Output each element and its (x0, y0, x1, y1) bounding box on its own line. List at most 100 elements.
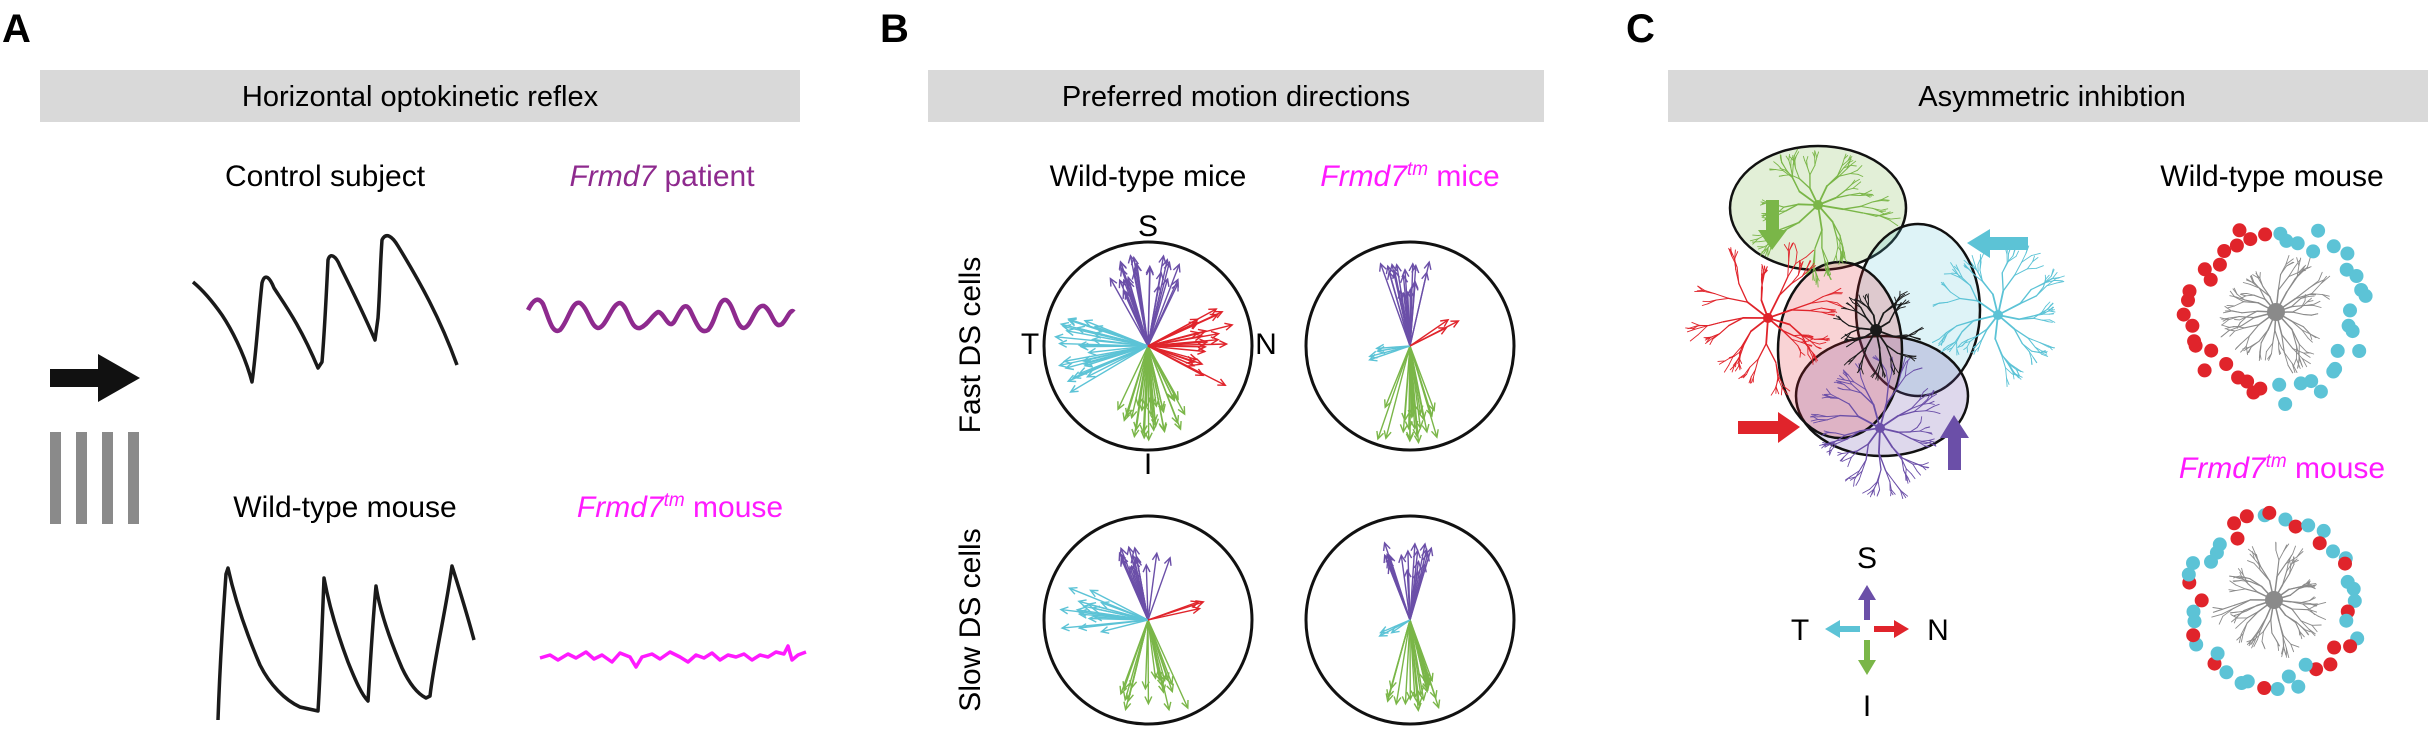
dendrite (1934, 411, 1941, 415)
dendrite (2011, 373, 2020, 377)
direction-arrowhead (1089, 589, 1099, 598)
dendrite (1938, 339, 1943, 345)
synapse-dot (2246, 385, 2261, 400)
direction-arrowhead (1217, 378, 1227, 387)
dendrite (1961, 277, 1971, 287)
direction-arrowhead (1129, 409, 1138, 420)
dendrite (2294, 287, 2310, 300)
dendrite (2013, 261, 2023, 276)
dendrite (2218, 615, 2224, 625)
dendrite (2286, 562, 2293, 572)
dendrite (2297, 356, 2300, 368)
synapse-dot (2229, 238, 2244, 253)
up-arrow-icon (1940, 415, 1969, 470)
dendrite (2006, 377, 2008, 388)
dendrite (1843, 452, 1850, 458)
direction-vector (1147, 324, 1233, 347)
dendrite (2309, 597, 2316, 602)
dendrite (1944, 286, 1951, 293)
synapse-dot (2312, 536, 2327, 551)
dendrite (2249, 578, 2263, 587)
dendrite (1973, 261, 1978, 271)
dendrite (2300, 294, 2310, 300)
dendrite (2248, 638, 2254, 645)
dendrite (2233, 575, 2241, 579)
direction-arrowhead (1150, 670, 1159, 680)
dendrite (1894, 304, 1902, 312)
dendrite (1973, 273, 1984, 283)
dendrite (2247, 560, 2255, 564)
direction-arrowhead (1421, 271, 1430, 281)
dendrite (1734, 251, 1739, 260)
dendrite (1781, 161, 1787, 170)
dendrite (1860, 205, 1874, 209)
direction-arrowhead (1067, 317, 1077, 326)
dendrite (2283, 352, 2289, 366)
dendrite (2303, 314, 2312, 316)
patient-okn-trace (525, 297, 796, 334)
direction-arrowhead (1077, 341, 1087, 350)
dendrite (2019, 295, 2038, 305)
direction-vector (1409, 320, 1459, 347)
direction-vector (1404, 619, 1411, 704)
dendrite (1938, 332, 1947, 340)
dendrite (1856, 181, 1862, 186)
dendrite (1866, 194, 1872, 197)
dendrite (2235, 588, 2246, 592)
dendrite (1901, 458, 1905, 472)
dendrite (2015, 250, 2020, 257)
direction-nasal-label: N (1255, 328, 1277, 361)
direction-vector (1147, 311, 1223, 347)
dendrite (1806, 344, 1813, 346)
dendrite (2301, 358, 2308, 368)
dendrite (2298, 343, 2308, 353)
dendrite (2007, 255, 2017, 263)
dendrite (2234, 327, 2246, 332)
direction-vector (1127, 619, 1149, 702)
dendrite (1932, 338, 1940, 343)
direction-arrowhead (1057, 359, 1068, 368)
dendrite (2267, 353, 2272, 360)
direction-arrowhead (1157, 403, 1166, 414)
dendrite (2290, 298, 2302, 308)
dendrite (1887, 372, 1893, 386)
polar-plot-wildtype-fast (1042, 240, 1254, 452)
dendrite (2001, 261, 2008, 274)
dendrite (1921, 398, 1928, 406)
synapse-dot (2338, 556, 2352, 571)
dendrite (1844, 430, 1861, 436)
direction-arrowhead (1376, 430, 1384, 441)
direction-vector (1147, 345, 1203, 365)
dendrite (1956, 273, 1963, 279)
dendrite (1844, 331, 1852, 337)
dendrite (2307, 609, 2319, 617)
direction-vector (1409, 272, 1428, 347)
dendrite (1715, 297, 1730, 301)
dendrite (1829, 441, 1836, 449)
dendrite (1833, 254, 1837, 262)
dendrite (2221, 324, 2230, 328)
dendrite (2246, 292, 2255, 296)
dendrite (1790, 302, 1812, 311)
dendrite (1689, 334, 1699, 342)
dendrite (2249, 553, 2255, 560)
dendrite (1926, 431, 1932, 434)
direction-arrowhead (1393, 263, 1402, 273)
dendrite (1828, 431, 1836, 434)
dendrite (2260, 617, 2267, 631)
dendrite (2252, 630, 2259, 640)
synapse-dot (2181, 567, 2196, 582)
superior-field-ellipse (1794, 334, 1970, 458)
dendrite (1877, 214, 1891, 221)
direction-arrowhead (1412, 569, 1421, 580)
dendrite (2240, 293, 2247, 297)
direction-arrowhead (1214, 310, 1224, 319)
direction-vector (1147, 619, 1157, 679)
dendrite (2032, 257, 2039, 262)
dendrite (1822, 293, 1834, 297)
dendrite (2005, 367, 2007, 379)
dendrite (1798, 178, 1811, 190)
dendrite (2251, 546, 2257, 556)
dendrite (1896, 352, 1908, 358)
dendrite (1954, 331, 1963, 343)
